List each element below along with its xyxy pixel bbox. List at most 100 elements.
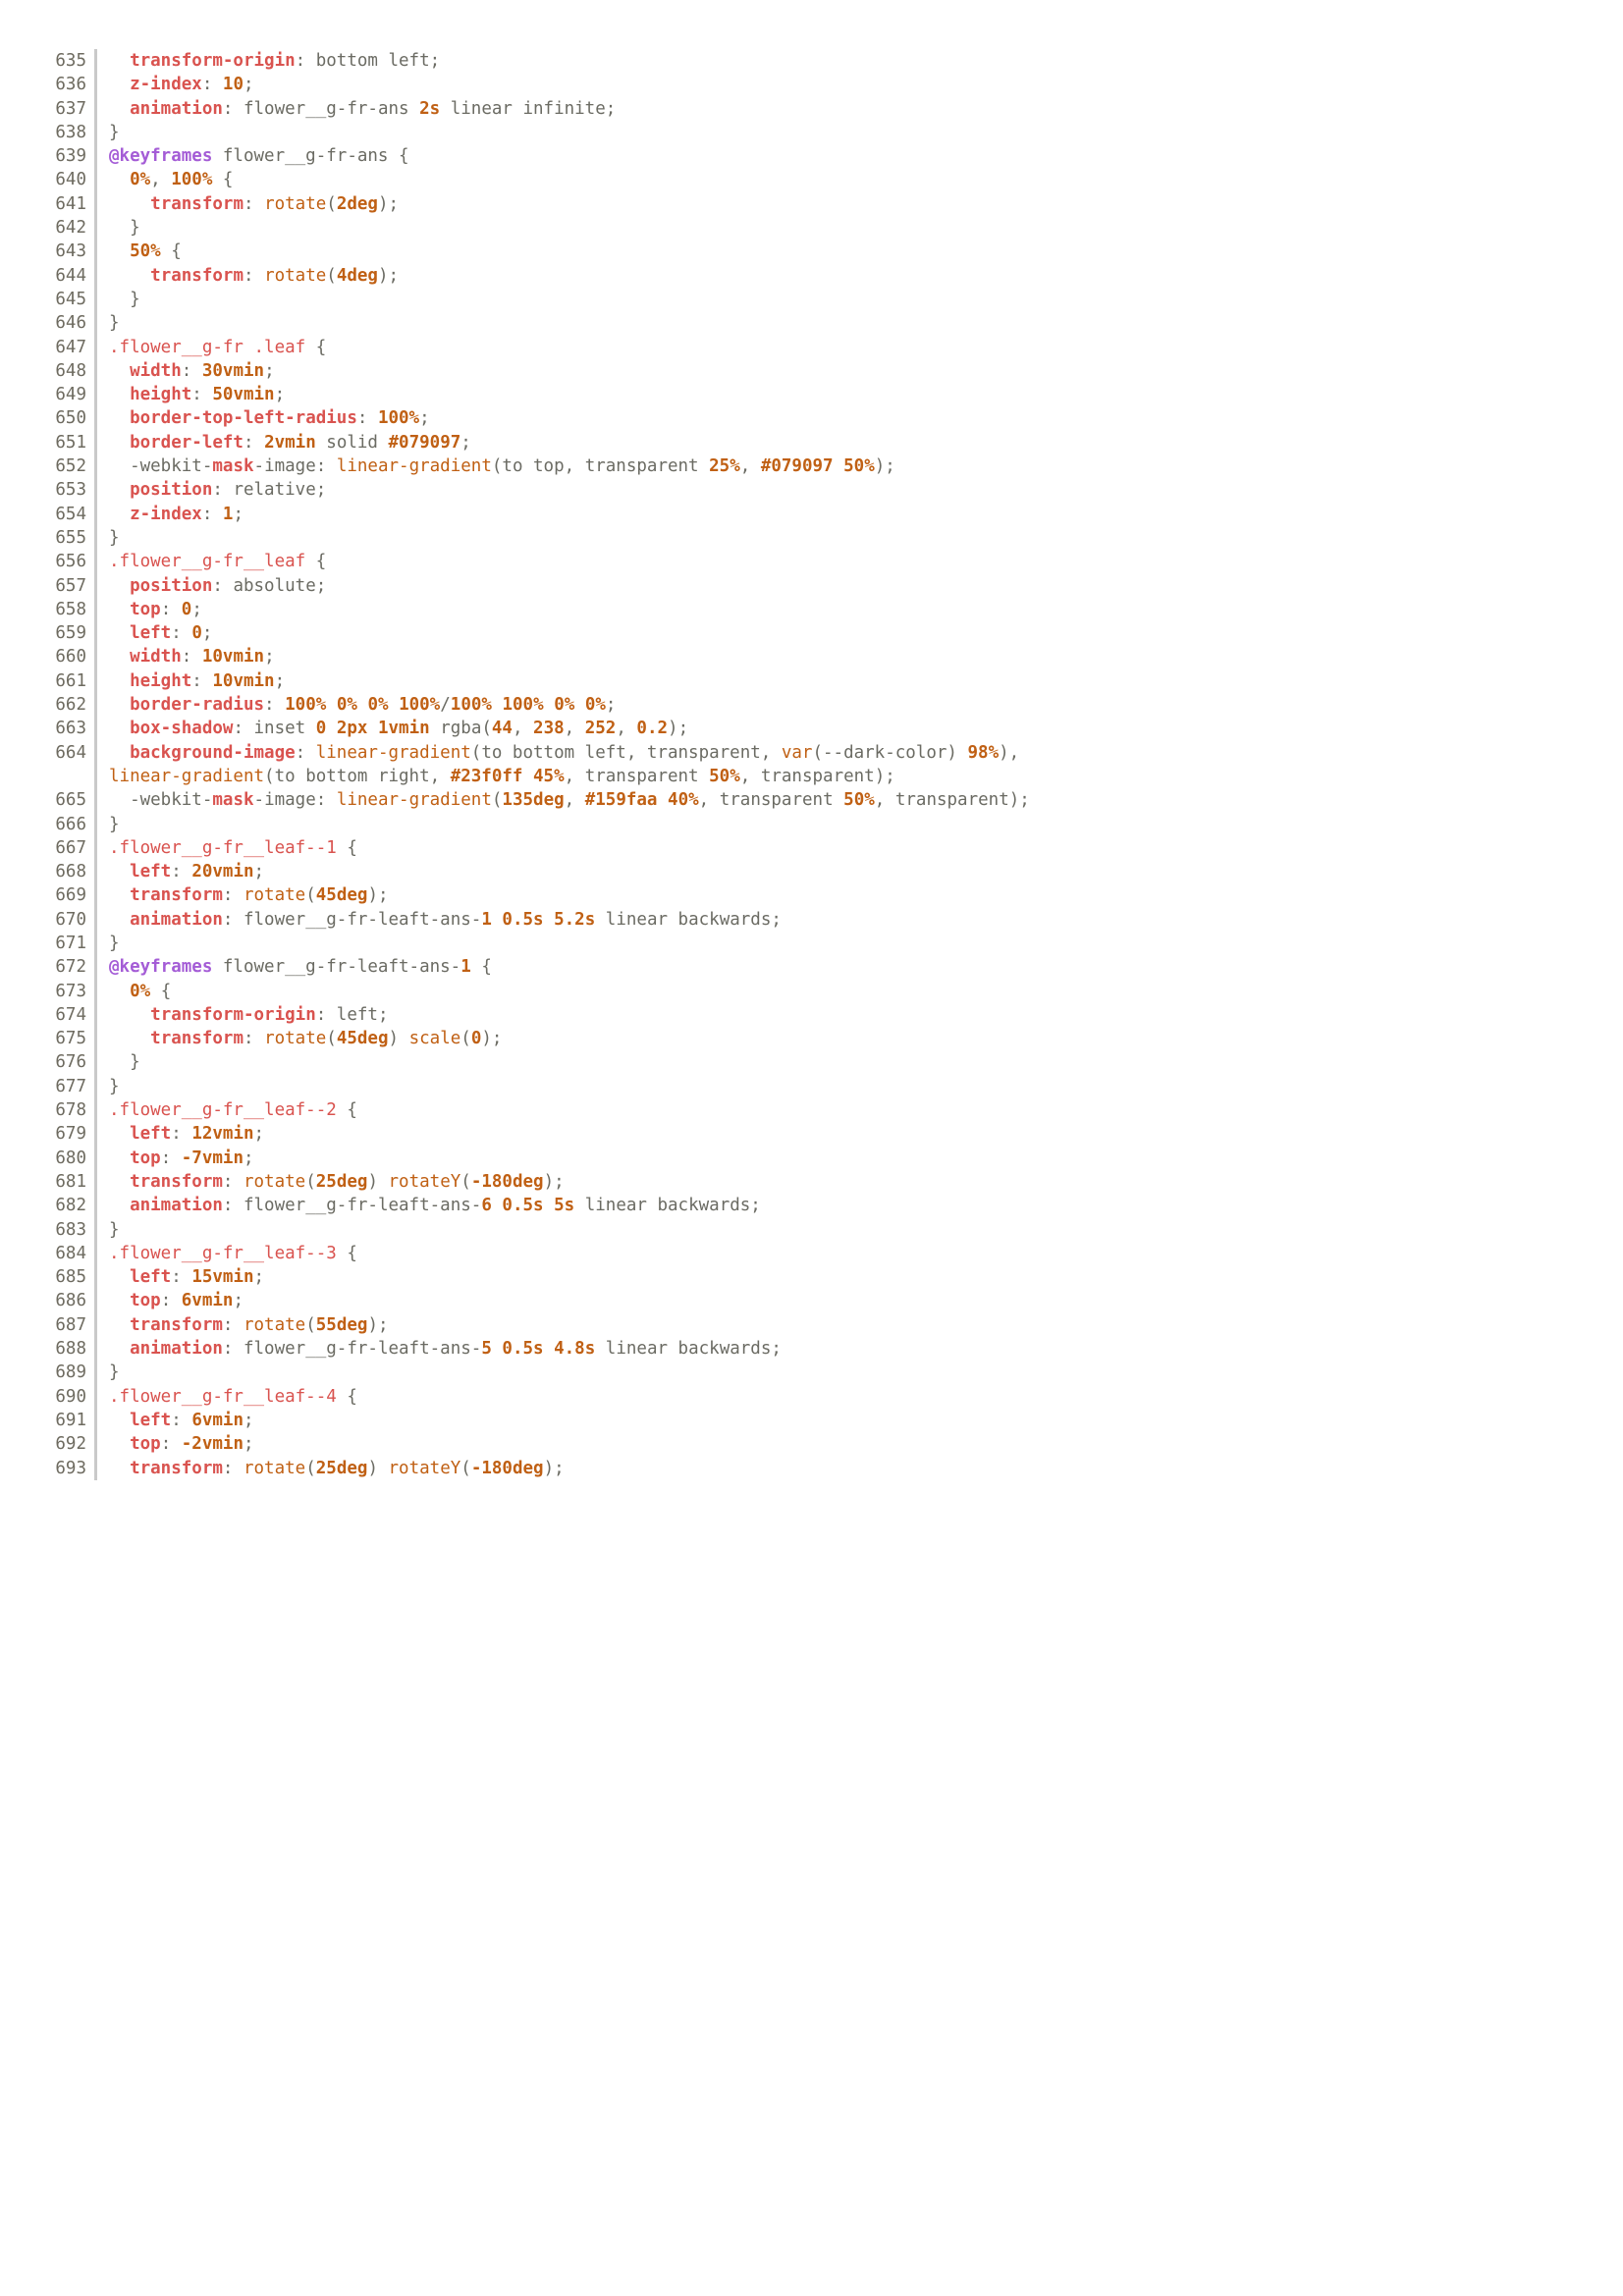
code-line-content[interactable]: } xyxy=(97,1361,1623,1384)
code-line[interactable]: 683} xyxy=(0,1217,1623,1242)
code-line[interactable]: 657 position: absolute; xyxy=(0,573,1623,598)
code-line-content[interactable]: left: 20vmin; xyxy=(97,860,1623,883)
code-line[interactable]: 664 background-image: linear-gradient(to… xyxy=(0,740,1623,789)
code-line[interactable]: 693 transform: rotate(25deg) rotateY(-18… xyxy=(0,1456,1623,1480)
code-line[interactable]: 679 left: 12vmin; xyxy=(0,1122,1623,1147)
code-line[interactable]: 661 height: 10vmin; xyxy=(0,668,1623,694)
code-line-content[interactable]: top: 0; xyxy=(97,598,1623,621)
code-line-content[interactable]: .flower__g-fr__leaf--3 { xyxy=(97,1242,1623,1265)
code-line-content[interactable]: left: 6vmin; xyxy=(97,1409,1623,1432)
code-line[interactable]: 673 0% { xyxy=(0,979,1623,1003)
code-line[interactable]: 677} xyxy=(0,1074,1623,1099)
code-line-content[interactable]: } xyxy=(97,526,1623,550)
code-line-content[interactable]: left: 0; xyxy=(97,621,1623,645)
code-line-content[interactable]: .flower__g-fr__leaf--1 { xyxy=(97,836,1623,860)
code-line-content[interactable]: } xyxy=(97,121,1623,144)
code-line-content[interactable]: } xyxy=(97,813,1623,836)
code-line[interactable]: 665 -webkit-mask-image: linear-gradient(… xyxy=(0,788,1623,813)
code-line[interactable]: 669 transform: rotate(45deg); xyxy=(0,883,1623,908)
code-line-content[interactable]: transform-origin: left; xyxy=(97,1003,1623,1027)
code-line[interactable]: 662 border-radius: 100% 0% 0% 100%/100% … xyxy=(0,693,1623,718)
code-line-content[interactable]: top: -2vmin; xyxy=(97,1432,1623,1456)
code-line[interactable]: 689} xyxy=(0,1361,1623,1385)
code-line[interactable]: 656.flower__g-fr__leaf { xyxy=(0,550,1623,574)
code-line-content[interactable]: border-radius: 100% 0% 0% 100%/100% 100%… xyxy=(97,693,1623,717)
code-line[interactable]: 671} xyxy=(0,931,1623,956)
code-line[interactable]: 644 transform: rotate(4deg); xyxy=(0,263,1623,288)
code-line-content[interactable]: } xyxy=(97,311,1623,335)
code-line-content[interactable]: .flower__g-fr__leaf--2 { xyxy=(97,1098,1623,1122)
code-line[interactable]: 668 left: 20vmin; xyxy=(0,860,1623,884)
code-line-content[interactable]: transform: rotate(25deg) rotateY(-180deg… xyxy=(97,1170,1623,1194)
code-line[interactable]: 691 left: 6vmin; xyxy=(0,1408,1623,1433)
code-line-content[interactable]: 0%, 100% { xyxy=(97,168,1623,191)
code-line[interactable]: 687 transform: rotate(55deg); xyxy=(0,1312,1623,1338)
code-line-content[interactable]: position: relative; xyxy=(97,478,1623,502)
code-line-content[interactable]: background-image: linear-gradient(to bot… xyxy=(97,741,1623,789)
code-line-content[interactable]: .flower__g-fr__leaf--4 { xyxy=(97,1385,1623,1409)
code-line-content[interactable]: transform: rotate(45deg) scale(0); xyxy=(97,1027,1623,1050)
code-line-content[interactable]: transform: rotate(55deg); xyxy=(97,1313,1623,1337)
code-line[interactable]: 636 z-index: 10; xyxy=(0,73,1623,97)
code-line-content[interactable]: transform: rotate(45deg); xyxy=(97,883,1623,907)
code-line[interactable]: 690.flower__g-fr__leaf--4 { xyxy=(0,1384,1623,1409)
code-line-content[interactable]: 0% { xyxy=(97,980,1623,1003)
code-line[interactable]: 672@keyframes flower__g-fr-leaft-ans-1 { xyxy=(0,955,1623,980)
code-line[interactable]: 640 0%, 100% { xyxy=(0,168,1623,192)
code-viewer[interactable]: 635 transform-origin: bottom left;636 z-… xyxy=(0,0,1623,1480)
code-line[interactable]: 638} xyxy=(0,120,1623,145)
code-line-content[interactable]: transform: rotate(4deg); xyxy=(97,264,1623,288)
code-line[interactable]: 660 width: 10vmin; xyxy=(0,645,1623,669)
code-line[interactable]: 686 top: 6vmin; xyxy=(0,1289,1623,1313)
code-line[interactable]: 685 left: 15vmin; xyxy=(0,1265,1623,1290)
code-line[interactable]: 653 position: relative; xyxy=(0,478,1623,503)
code-line-content[interactable]: transform-origin: bottom left; xyxy=(97,49,1623,73)
code-line[interactable]: 682 animation: flower__g-fr-leaft-ans-6 … xyxy=(0,1194,1623,1218)
code-line-content[interactable]: border-top-left-radius: 100%; xyxy=(97,406,1623,430)
code-line[interactable]: 648 width: 30vmin; xyxy=(0,358,1623,384)
code-line[interactable]: 666} xyxy=(0,812,1623,836)
code-line[interactable]: 641 transform: rotate(2deg); xyxy=(0,191,1623,217)
code-line[interactable]: 688 animation: flower__g-fr-leaft-ans-5 … xyxy=(0,1337,1623,1362)
code-line-content[interactable]: @keyframes flower__g-fr-ans { xyxy=(97,144,1623,168)
code-line-content[interactable]: } xyxy=(97,288,1623,311)
code-line[interactable]: 642 } xyxy=(0,216,1623,240)
code-line-content[interactable]: 50% { xyxy=(97,240,1623,263)
code-line-content[interactable]: animation: flower__g-fr-leaft-ans-5 0.5s… xyxy=(97,1337,1623,1361)
code-line[interactable]: 692 top: -2vmin; xyxy=(0,1432,1623,1457)
code-line[interactable]: 645 } xyxy=(0,287,1623,312)
code-line-content[interactable]: width: 10vmin; xyxy=(97,645,1623,668)
code-line[interactable]: 670 animation: flower__g-fr-leaft-ans-1 … xyxy=(0,907,1623,932)
code-line-content[interactable]: left: 15vmin; xyxy=(97,1265,1623,1289)
code-line-content[interactable]: transform: rotate(2deg); xyxy=(97,192,1623,216)
code-line-content[interactable]: -webkit-mask-image: linear-gradient(135d… xyxy=(97,788,1623,812)
code-line[interactable]: 667.flower__g-fr__leaf--1 { xyxy=(0,835,1623,861)
code-line[interactable]: 652 -webkit-mask-image: linear-gradient(… xyxy=(0,454,1623,479)
code-line[interactable]: 658 top: 0; xyxy=(0,597,1623,622)
code-line-content[interactable]: width: 30vmin; xyxy=(97,359,1623,383)
code-line[interactable]: 650 border-top-left-radius: 100%; xyxy=(0,406,1623,431)
code-line-content[interactable]: } xyxy=(97,1075,1623,1098)
code-line-content[interactable]: position: absolute; xyxy=(97,574,1623,598)
code-line[interactable]: 649 height: 50vmin; xyxy=(0,383,1623,407)
code-line-content[interactable]: .flower__g-fr__leaf { xyxy=(97,550,1623,573)
code-line[interactable]: 663 box-shadow: inset 0 2px 1vmin rgba(4… xyxy=(0,717,1623,741)
code-line[interactable]: 678.flower__g-fr__leaf--2 { xyxy=(0,1098,1623,1123)
code-line-content[interactable]: z-index: 1; xyxy=(97,503,1623,526)
code-line[interactable]: 635 transform-origin: bottom left; xyxy=(0,49,1623,74)
code-line-content[interactable]: height: 50vmin; xyxy=(97,383,1623,406)
code-line-content[interactable]: border-left: 2vmin solid #079097; xyxy=(97,431,1623,454)
code-line[interactable]: 655} xyxy=(0,525,1623,551)
code-line[interactable]: 659 left: 0; xyxy=(0,621,1623,646)
code-line-content[interactable]: .flower__g-fr .leaf { xyxy=(97,336,1623,359)
code-line-content[interactable]: animation: flower__g-fr-ans 2s linear in… xyxy=(97,97,1623,121)
code-line[interactable]: 681 transform: rotate(25deg) rotateY(-18… xyxy=(0,1169,1623,1195)
code-line-content[interactable]: @keyframes flower__g-fr-leaft-ans-1 { xyxy=(97,955,1623,979)
code-line-content[interactable]: top: 6vmin; xyxy=(97,1289,1623,1312)
code-line-content[interactable]: } xyxy=(97,1050,1623,1074)
code-line[interactable]: 646} xyxy=(0,311,1623,336)
code-line-content[interactable]: animation: flower__g-fr-leaft-ans-1 0.5s… xyxy=(97,908,1623,932)
code-line-content[interactable]: } xyxy=(97,216,1623,240)
code-line[interactable]: 675 transform: rotate(45deg) scale(0); xyxy=(0,1027,1623,1051)
code-line[interactable]: 637 animation: flower__g-fr-ans 2s linea… xyxy=(0,96,1623,121)
